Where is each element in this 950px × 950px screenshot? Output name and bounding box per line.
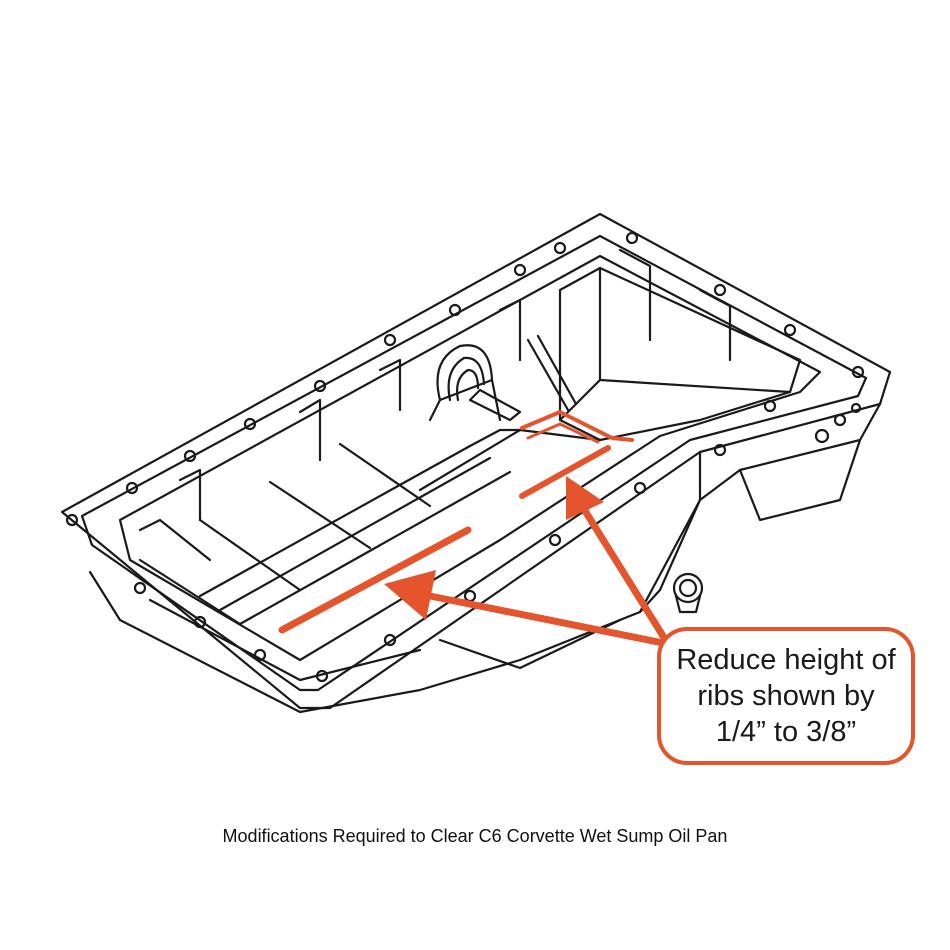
highlighted-rib-cross: [520, 410, 634, 442]
bolt-icon: [672, 572, 704, 614]
highlighted-rib-long: [278, 526, 472, 634]
sump-wall: [558, 266, 802, 442]
highlighted-rib-short: [519, 445, 611, 499]
pan-inner-wall: [118, 254, 822, 662]
callout-box: Reduce height of ribs shown by 1/4” to 3…: [657, 627, 915, 765]
callout-line-2: ribs shown by: [697, 680, 875, 712]
pan-skirt: [88, 450, 702, 714]
pan-flange-outer: [60, 212, 892, 710]
callout-line-1: Reduce height of: [676, 644, 896, 676]
pickup-tube: [468, 388, 522, 422]
callout-line-3: 1/4” to 3/8”: [715, 716, 857, 748]
pan-flange-inner: [80, 234, 868, 692]
arrow-icon: [384, 476, 671, 648]
figure-caption: Modifications Required to Clear C6 Corve…: [222, 826, 728, 846]
callout-text: Reduce height of ribs shown by 1/4” to 3…: [676, 642, 895, 750]
